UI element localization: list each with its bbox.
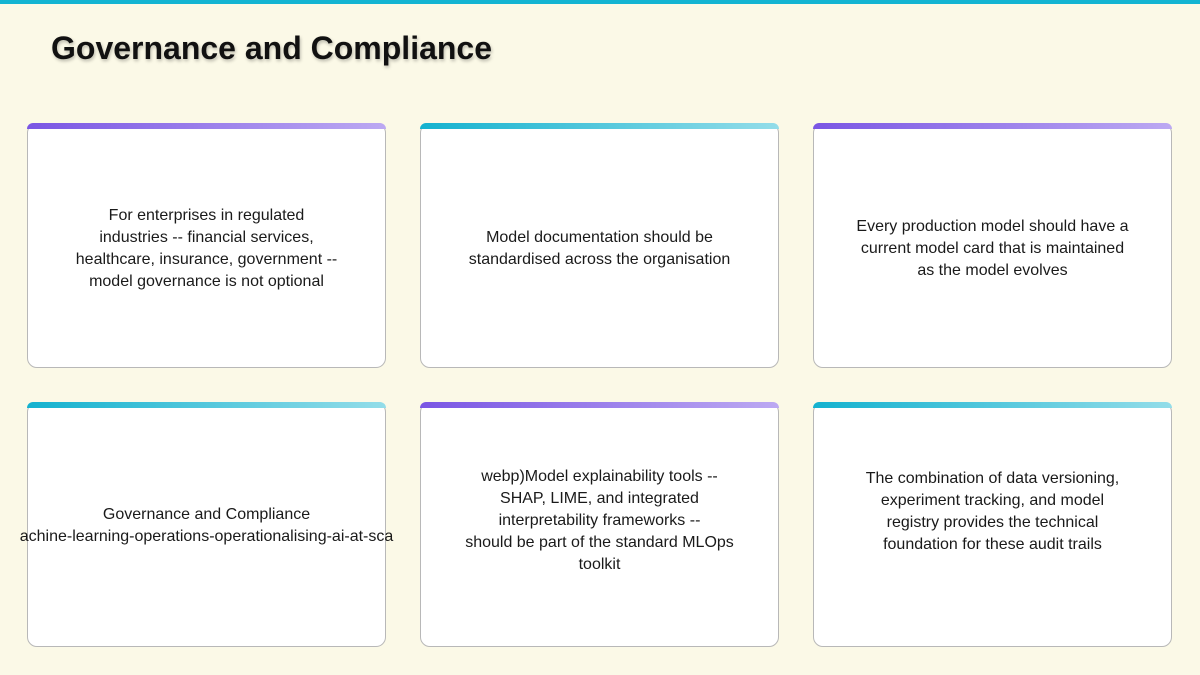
text-line: registry provides the technical — [886, 513, 1099, 531]
card-accent-bar — [420, 402, 779, 408]
card-accent-bar — [813, 123, 1172, 129]
text-line: toolkit — [578, 555, 621, 573]
card-explainability-tools: webp)Model explainability tools -- SHAP,… — [420, 402, 779, 647]
card-governance-image-alt: Governance and Compliance achine-learnin… — [20, 402, 393, 647]
text-line: Model documentation should be — [486, 228, 713, 246]
text-line: foundation for these audit trails — [883, 535, 1102, 553]
text-line: experiment tracking, and model — [880, 491, 1105, 509]
text-line: Governance and Compliance — [102, 505, 311, 523]
card-text: The combination of data versioning, expe… — [836, 468, 1149, 556]
card-text: Model documentation should be standardis… — [439, 227, 761, 271]
card-text: Governance and Compliance achine-learnin… — [0, 504, 423, 548]
card-text: Every production model should have a cur… — [826, 216, 1158, 282]
card-accent-bar — [27, 402, 386, 408]
card-accent-bar — [813, 402, 1172, 408]
text-line: current model card that is maintained — [860, 239, 1125, 257]
text-line: should be part of the standard MLOps — [465, 533, 734, 551]
text-line: The combination of data versioning, — [865, 469, 1120, 487]
page-title: Governance and Compliance — [51, 30, 493, 66]
text-line: as the model evolves — [917, 261, 1068, 279]
text-line: For enterprises in regulated — [108, 206, 305, 224]
text-line: industries -- financial services, — [99, 228, 314, 246]
text-line: standardised across the organisation — [468, 250, 731, 268]
card-model-card: Every production model should have a cur… — [813, 123, 1172, 368]
card-accent-bar — [420, 123, 779, 129]
text-line: model governance is not optional — [89, 272, 324, 290]
card-audit-trails: The combination of data versioning, expe… — [813, 402, 1172, 647]
top-accent-bar — [0, 0, 1200, 4]
text-line: achine-learning-operations-operationalis… — [19, 527, 394, 545]
text-line: SHAP, LIME, and integrated — [500, 489, 699, 507]
card-model-documentation: Model documentation should be standardis… — [420, 123, 779, 368]
text-line: interpretability frameworks -- — [498, 511, 701, 529]
card-text: webp)Model explainability tools -- SHAP,… — [435, 466, 764, 576]
text-line: healthcare, insurance, government -- — [75, 250, 338, 268]
card-text: For enterprises in regulated industries … — [46, 205, 367, 293]
text-line: Every production model should have a — [856, 217, 1129, 235]
card-regulated-industries: For enterprises in regulated industries … — [27, 123, 386, 368]
text-line: webp)Model explainability tools -- — [481, 467, 718, 485]
card-accent-bar — [27, 123, 386, 129]
